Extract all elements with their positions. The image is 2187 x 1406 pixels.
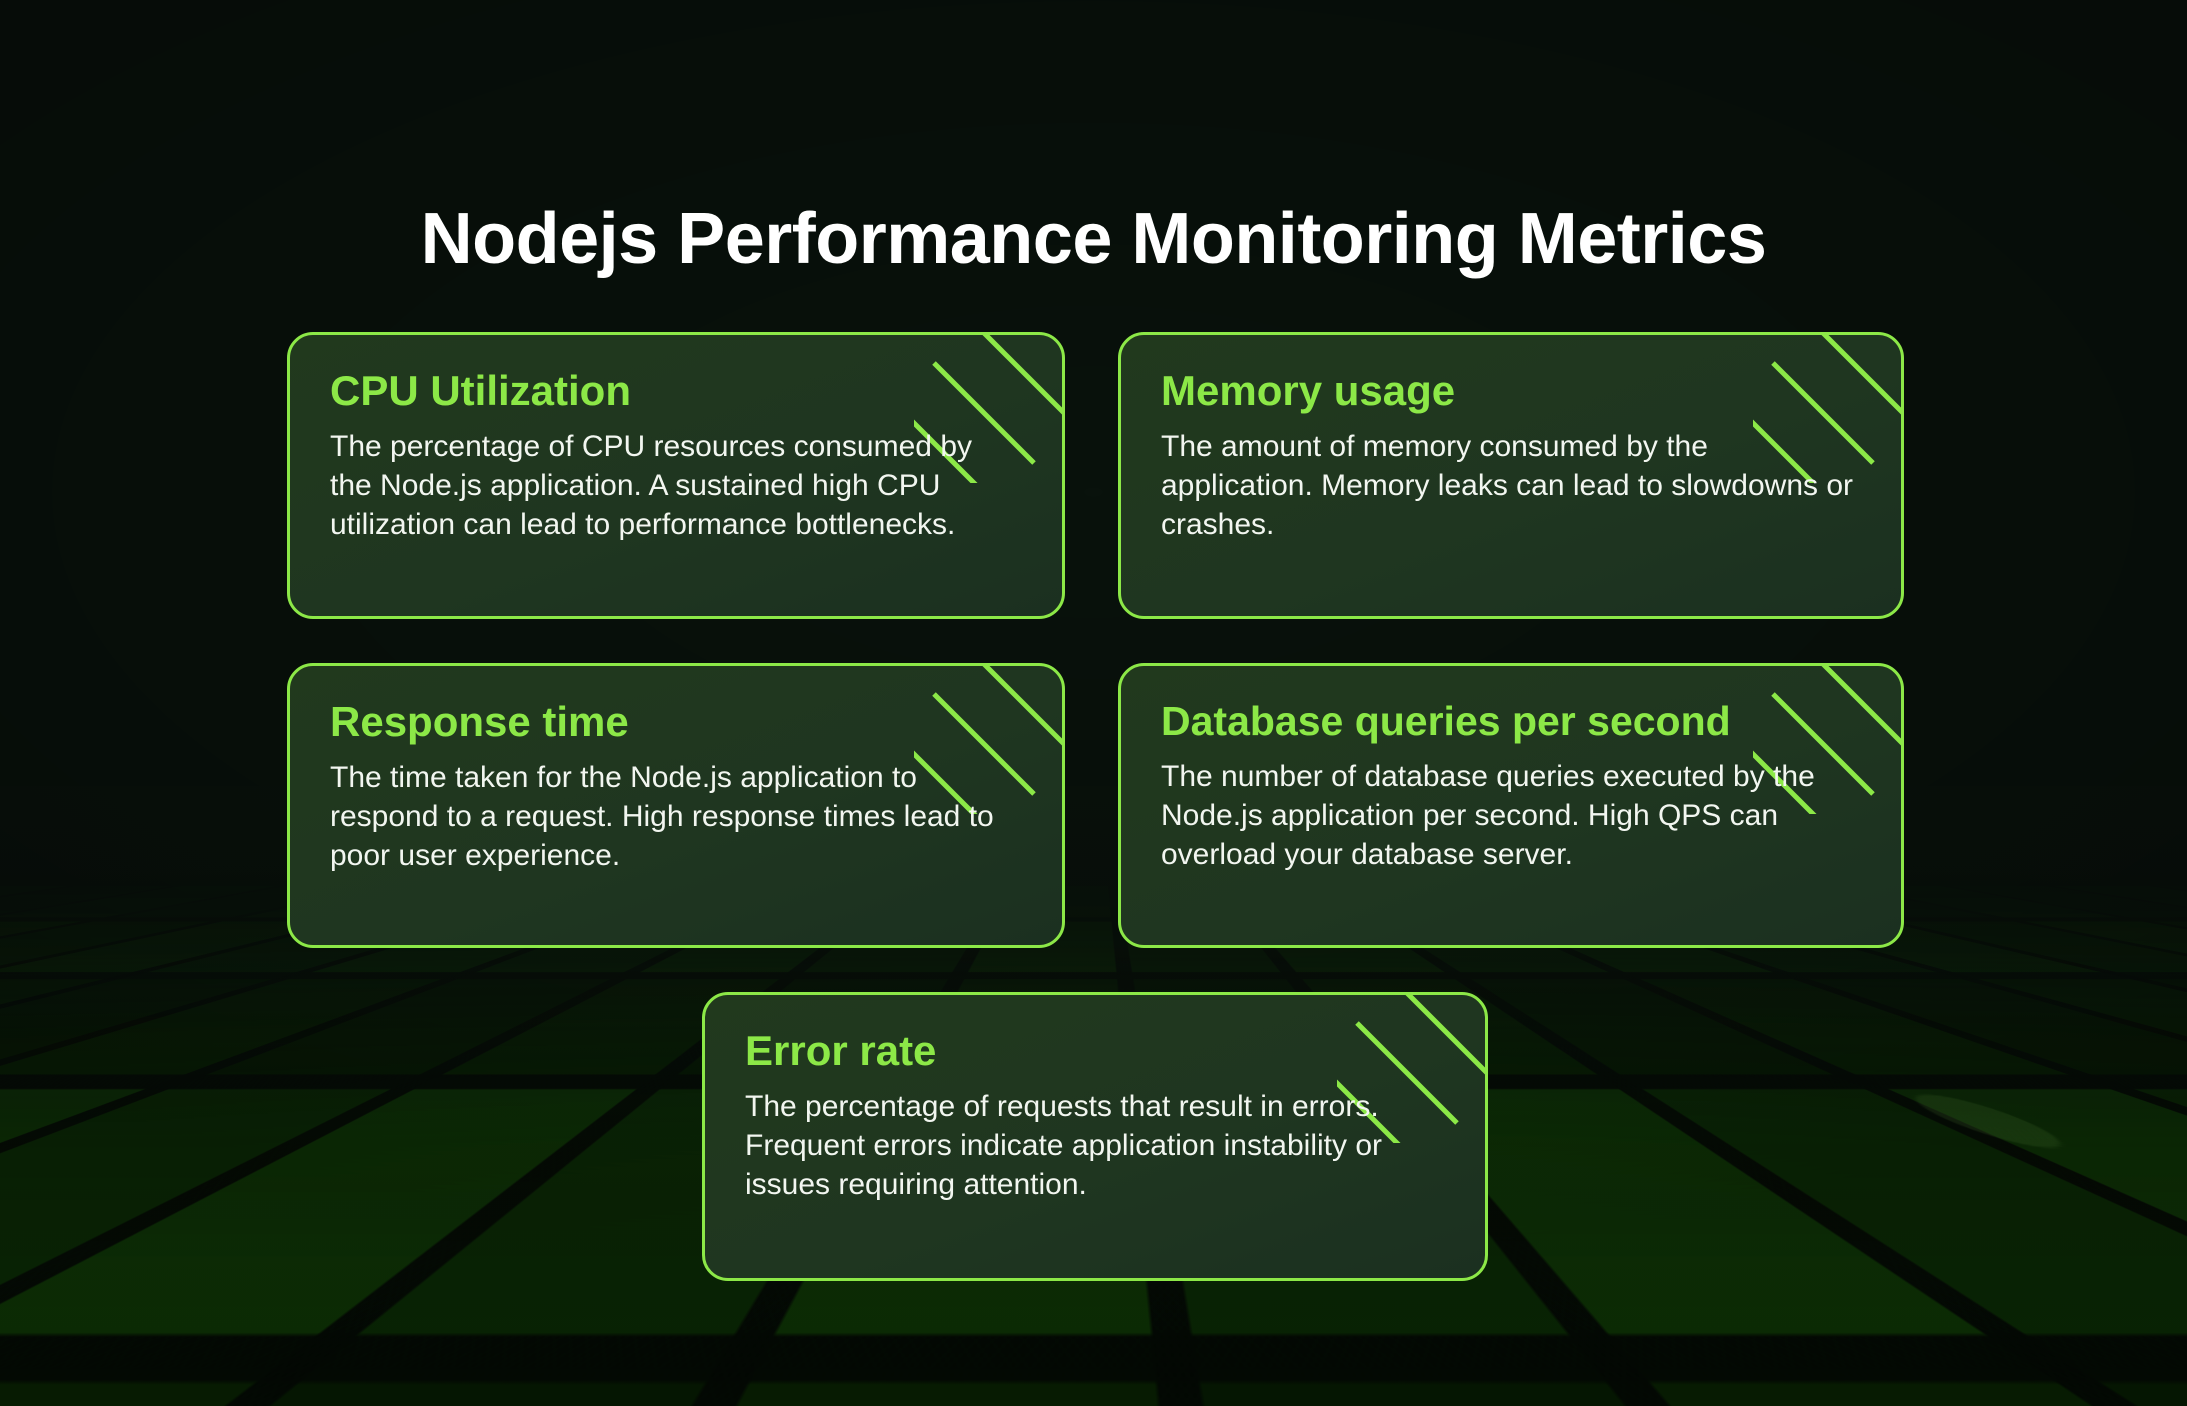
metric-card-description: The amount of memory consumed by the app… bbox=[1161, 430, 1854, 542]
metric-card-error-rate[interactable]: Error rate The percentage of requests th… bbox=[702, 992, 1488, 1281]
metric-card-description: The number of database queries executed … bbox=[1161, 760, 1815, 872]
metric-card-description: The percentage of CPU resources consumed… bbox=[330, 430, 972, 542]
metric-card-database-queries-per-second[interactable]: Database queries per second The number o… bbox=[1118, 663, 1904, 948]
metric-card-description: The percentage of requests that result i… bbox=[745, 1090, 1382, 1202]
metric-card-cpu-utilization[interactable]: CPU Utilization The percentage of CPU re… bbox=[287, 332, 1065, 619]
metric-card-memory-usage[interactable]: Memory usage The amount of memory consum… bbox=[1118, 332, 1904, 619]
page-title: Nodejs Performance Monitoring Metrics bbox=[420, 199, 1767, 280]
metric-card-title: CPU Utilization bbox=[330, 367, 631, 414]
metric-card-title: Database queries per second bbox=[1161, 698, 1731, 744]
metric-card-response-time[interactable]: Response time The time taken for the Nod… bbox=[287, 663, 1065, 948]
metric-card-title: Response time bbox=[330, 698, 629, 745]
metric-card-title: Error rate bbox=[745, 1027, 937, 1074]
metric-card-description: The time taken for the Node.js applicati… bbox=[330, 761, 994, 873]
metric-card-title: Memory usage bbox=[1161, 367, 1456, 414]
